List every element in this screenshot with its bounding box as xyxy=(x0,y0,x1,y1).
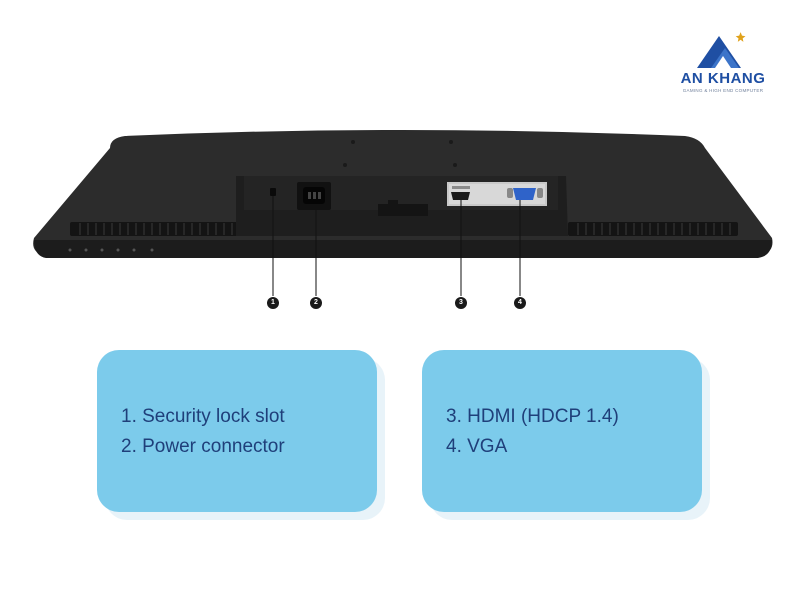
brand-tagline: GAMING & HIGH END COMPUTER xyxy=(682,88,764,93)
label-security-lock-slot: 1. Security lock slot xyxy=(121,406,285,427)
marker-2: 2 xyxy=(310,297,322,309)
marker-1: 1 xyxy=(267,297,279,309)
brand-name: AN KHANG xyxy=(680,70,766,87)
marker-3: 3 xyxy=(455,297,467,309)
box-face xyxy=(422,350,702,512)
label-hdmi: 3. HDMI (HDCP 1.4) xyxy=(446,406,619,427)
brand-mountain-icon xyxy=(697,32,746,68)
info-box-left: 1. Security lock slot 2. Power connector xyxy=(97,350,385,520)
brand-logo: AN KHANG GAMING & HIGH END COMPUTER xyxy=(668,30,778,100)
monitor-rear-image xyxy=(33,130,773,296)
box-face xyxy=(97,350,377,512)
box-items: 1. Security lock slot 2. Power connector xyxy=(121,402,285,462)
marker-4: 4 xyxy=(514,297,526,309)
label-power-connector: 2. Power connector xyxy=(121,436,285,457)
info-box-right: 3. HDMI (HDCP 1.4) 4. VGA xyxy=(422,350,710,520)
box-items: 3. HDMI (HDCP 1.4) 4. VGA xyxy=(446,402,619,462)
label-vga: 4. VGA xyxy=(446,436,508,457)
